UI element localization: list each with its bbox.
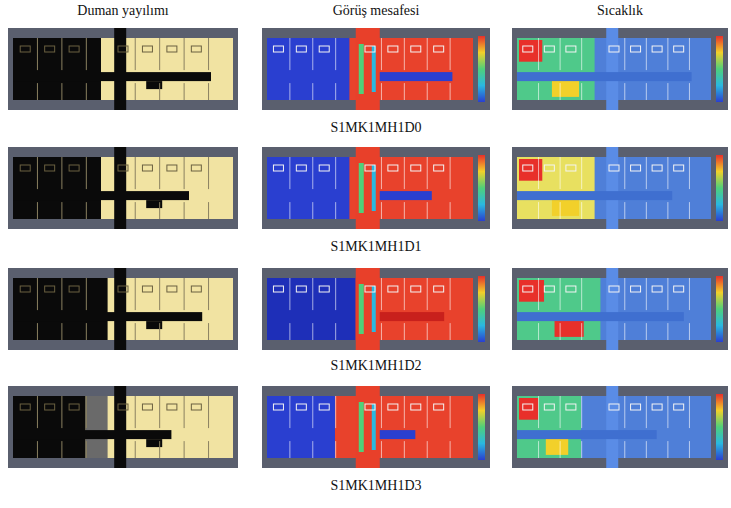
result-panel	[262, 147, 490, 229]
result-panel	[512, 147, 728, 229]
result-panel	[8, 268, 238, 350]
result-panel	[8, 386, 238, 468]
case-label: S1MK1MH1D2	[330, 358, 421, 373]
result-panel	[8, 28, 238, 110]
result-panel	[512, 28, 728, 110]
result-panel	[262, 386, 490, 468]
column-header: Görüş mesafesi	[333, 3, 420, 18]
result-panel	[512, 386, 728, 468]
column-header: Sıcaklık	[597, 3, 643, 18]
case-label: S1MK1MH1D3	[330, 478, 421, 493]
result-panel	[512, 268, 728, 350]
column-header: Duman yayılımı	[77, 3, 168, 18]
result-panel	[262, 268, 490, 350]
result-panel	[8, 147, 238, 229]
result-panel	[262, 28, 490, 110]
case-label: S1MK1MH1D1	[330, 239, 421, 254]
case-label: S1MK1MH1D0	[330, 120, 421, 135]
